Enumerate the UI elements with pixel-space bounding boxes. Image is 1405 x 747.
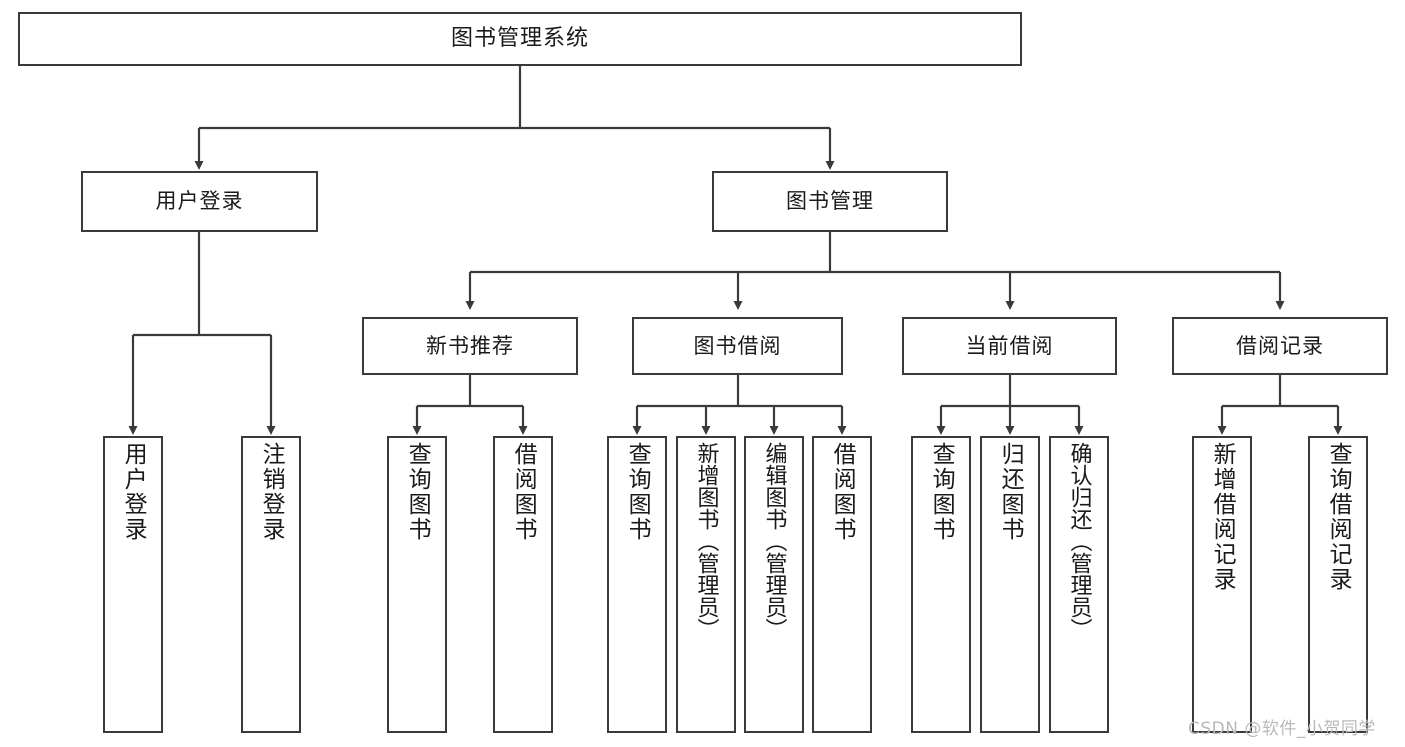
node-label: 编辑图书（管理员） bbox=[761, 442, 787, 640]
node-label: 用户登录 bbox=[155, 189, 244, 214]
node-label: 图书借阅 bbox=[693, 333, 782, 358]
leaf-user-login[interactable]: 用户登录 bbox=[103, 436, 163, 733]
node-label: 借阅图书 bbox=[829, 442, 856, 542]
node-label: 图书管理 bbox=[786, 189, 874, 214]
node-label: 查询图书 bbox=[404, 442, 431, 542]
leaf-return-books[interactable]: 归还图书 bbox=[980, 436, 1040, 733]
leaf-query-books-borrow[interactable]: 查询图书 bbox=[607, 436, 667, 733]
node-label: 当前借阅 bbox=[965, 333, 1054, 358]
node-book-borrowing[interactable]: 图书借阅 bbox=[632, 317, 843, 375]
node-label: 借阅图书 bbox=[510, 442, 537, 542]
node-label: 新增借阅记录 bbox=[1209, 442, 1236, 592]
leaf-query-books-recommend[interactable]: 查询图书 bbox=[387, 436, 447, 733]
node-label: 查询图书 bbox=[624, 442, 651, 542]
node-borrowing-records[interactable]: 借阅记录 bbox=[1172, 317, 1388, 375]
node-label: 图书管理系统 bbox=[450, 26, 589, 52]
leaf-add-borrow-record[interactable]: 新增借阅记录 bbox=[1192, 436, 1252, 733]
node-current-borrowing[interactable]: 当前借阅 bbox=[902, 317, 1117, 375]
leaf-confirm-return-admin[interactable]: 确认归还（管理员） bbox=[1049, 436, 1109, 733]
leaf-add-book-admin[interactable]: 新增图书（管理员） bbox=[676, 436, 736, 733]
node-label: 确认归还（管理员） bbox=[1066, 442, 1092, 640]
node-book-management[interactable]: 图书管理 bbox=[712, 171, 948, 232]
node-label: 新增图书（管理员） bbox=[693, 442, 719, 640]
node-label: 查询借阅记录 bbox=[1325, 442, 1352, 592]
leaf-query-borrow-record[interactable]: 查询借阅记录 bbox=[1308, 436, 1368, 733]
node-root-library-management-system[interactable]: 图书管理系统 bbox=[18, 12, 1022, 66]
node-label: 注销登录 bbox=[258, 442, 285, 542]
node-label: 查询图书 bbox=[928, 442, 955, 542]
node-label: 新书推荐 bbox=[426, 333, 514, 358]
node-label: 归还图书 bbox=[997, 442, 1024, 542]
node-label: 用户登录 bbox=[120, 442, 147, 542]
node-label: 借阅记录 bbox=[1236, 333, 1324, 358]
node-user-login[interactable]: 用户登录 bbox=[81, 171, 318, 232]
node-new-book-recommendation[interactable]: 新书推荐 bbox=[362, 317, 578, 375]
leaf-logout[interactable]: 注销登录 bbox=[241, 436, 301, 733]
leaf-query-books-current[interactable]: 查询图书 bbox=[911, 436, 971, 733]
watermark-text: CSDN @软件_小贺同学 bbox=[1188, 719, 1376, 739]
leaf-borrow-books-recommend[interactable]: 借阅图书 bbox=[493, 436, 553, 733]
leaf-borrow-books[interactable]: 借阅图书 bbox=[812, 436, 872, 733]
leaf-edit-book-admin[interactable]: 编辑图书（管理员） bbox=[744, 436, 804, 733]
